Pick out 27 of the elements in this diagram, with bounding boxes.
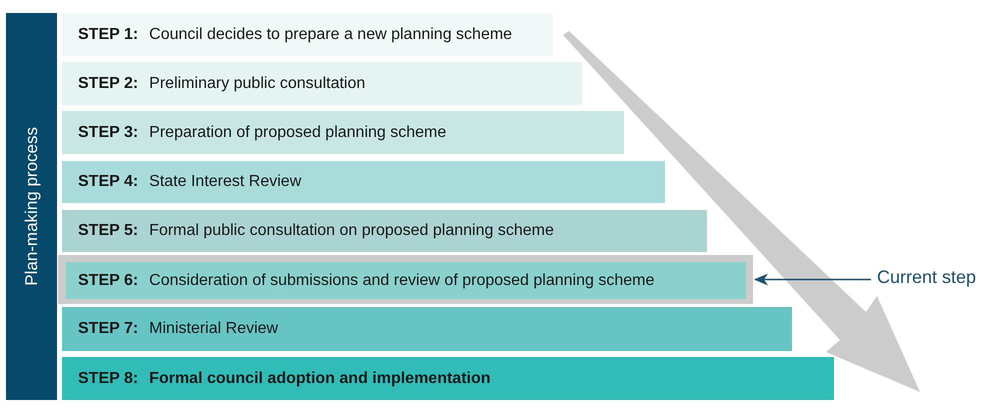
highlighted-step-bar	[58, 255, 753, 304]
step-number: STEP 3:	[78, 124, 138, 142]
step-description: Formal public consultation on proposed planning scheme	[149, 222, 554, 240]
callout-text: Current step	[877, 267, 976, 288]
side-band	[6, 13, 57, 400]
step-number: STEP 8:	[78, 370, 138, 388]
step-description: State Interest Review	[149, 173, 302, 191]
step-number: STEP 7:	[78, 320, 138, 338]
step-number: STEP 4:	[78, 173, 138, 191]
step-description: Preparation of proposed planning scheme	[149, 124, 446, 142]
step-bar	[62, 307, 792, 351]
step-description: Formal council adoption and implementation	[149, 370, 491, 388]
step-bar	[62, 210, 707, 252]
step-number: STEP 5:	[78, 222, 138, 240]
step-bar	[62, 357, 834, 400]
step-description: Consideration of submissions and review of proposed planning scheme	[149, 272, 654, 290]
arrow	[754, 274, 871, 286]
step-bar	[62, 111, 624, 154]
step-number: STEP 2:	[78, 74, 138, 92]
step-number: STEP 6:	[78, 272, 138, 290]
step-bar	[62, 62, 582, 105]
step-description: Ministerial Review	[149, 320, 278, 338]
step-bar	[62, 161, 665, 203]
step-number: STEP 1:	[78, 26, 138, 44]
step-description: Council decides to prepare a new planning scheme	[149, 26, 512, 44]
band-title: Plan-making process	[22, 127, 42, 286]
step-description: Preliminary public consultation	[149, 74, 366, 92]
